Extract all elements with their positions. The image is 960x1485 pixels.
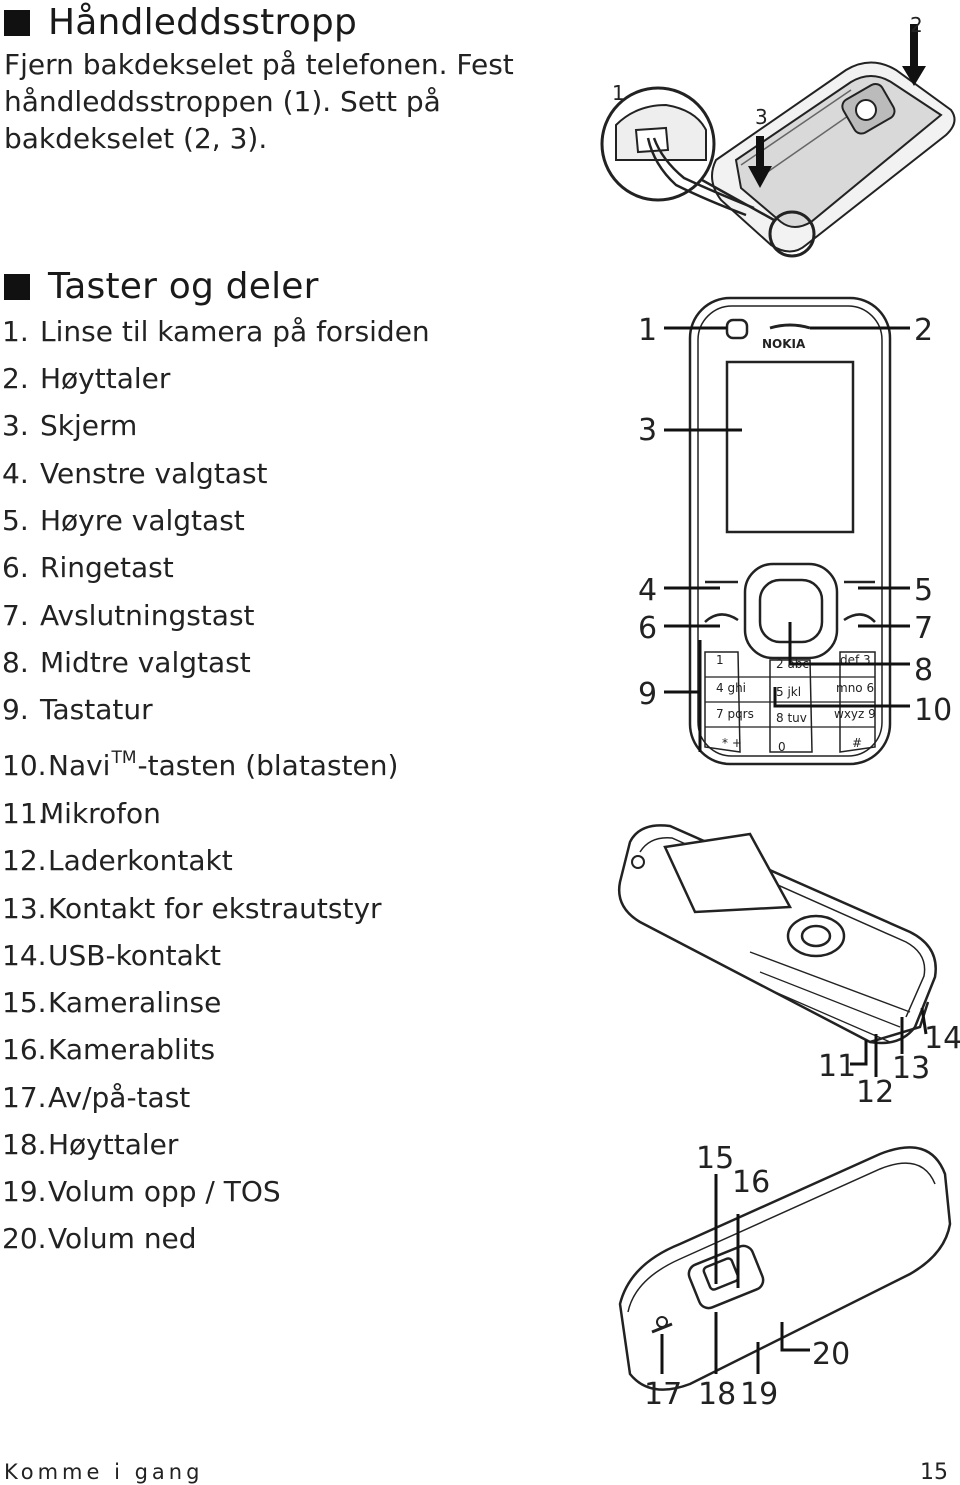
phone-side-figure: 11 12 13 14: [617, 824, 960, 1110]
callout-7: 7: [914, 611, 933, 646]
wrist-strap-figure: 1 2 3: [600, 13, 956, 258]
key-label: 7 pqrs: [716, 707, 754, 721]
section-title: Taster og deler: [48, 266, 319, 307]
key-label: 4 ghi: [716, 681, 746, 695]
callout-9: 9: [638, 677, 657, 712]
callout-19: 19: [740, 1377, 778, 1412]
list-item: 12.Laderkontakt: [2, 844, 233, 877]
list-item: 4.Venstre valgtast: [2, 457, 268, 490]
key-label: 0: [778, 740, 786, 754]
section-heading-wrist-strap: Håndleddsstropp: [4, 2, 357, 43]
list-item: 11.Mikrofon: [2, 797, 161, 830]
callout-16: 16: [732, 1165, 770, 1200]
callout-15: 15: [696, 1141, 734, 1176]
key-label: * +: [722, 736, 742, 750]
list-item: 15.Kameralinse: [2, 986, 222, 1019]
callout-6: 6: [638, 611, 657, 646]
figure-label-1: 1: [612, 81, 625, 105]
figure-label-3: 3: [755, 105, 768, 129]
callout-18: 18: [698, 1377, 736, 1412]
callout-11: 11: [818, 1049, 856, 1084]
callout-4: 4: [638, 573, 657, 608]
callout-12: 12: [856, 1075, 894, 1110]
phone-screen: [725, 360, 855, 534]
callout-1: 1: [638, 313, 657, 348]
key-label: 5 jkl: [776, 685, 801, 699]
section-heading-keys-and-parts: Taster og deler: [4, 266, 319, 307]
list-item: 5.Høyre valgtast: [2, 504, 245, 537]
footer-section-name: Komme i gang: [4, 1460, 204, 1484]
phone-front-figure: NOKIA 1 2 abc def 3 4 ghi 5 jkl mno 6 7 …: [638, 296, 952, 766]
key-label: mno 6: [836, 681, 874, 695]
list-item: 6.Ringetast: [2, 551, 174, 584]
list-item: 10.NaviTM-tasten (blatasten): [2, 748, 399, 782]
callout-3: 3: [638, 413, 657, 448]
callout-14: 14: [924, 1021, 960, 1056]
section-title: Håndleddsstropp: [48, 2, 358, 43]
key-label: #: [852, 736, 862, 750]
page-number: 15: [920, 1460, 948, 1485]
list-item: 20.Volum ned: [2, 1222, 197, 1255]
list-item: 1.Linse til kamera på forsiden: [2, 315, 430, 348]
callout-8: 8: [914, 653, 933, 688]
list-item: 14.USB-kontakt: [2, 939, 222, 972]
phone-back-figure: 15 16 17 18 19 20: [618, 1141, 952, 1412]
callout-10: 10: [914, 693, 952, 728]
figure-label-2: 2: [910, 13, 923, 37]
list-item: 8.Midtre valgtast: [2, 646, 251, 679]
list-item: 17.Av/på-tast: [2, 1081, 191, 1114]
key-label: 8 tuv: [776, 711, 807, 725]
brand-logo-text: NOKIA: [762, 337, 806, 351]
callout-13: 13: [892, 1051, 930, 1086]
list-item: 16.Kamerablits: [2, 1033, 216, 1066]
list-item: 19.Volum opp / TOS: [2, 1175, 281, 1208]
list-item: 13.Kontakt for ekstrautstyr: [2, 892, 382, 925]
list-item: 18.Høyttaler: [2, 1128, 179, 1161]
list-item: 3.Skjerm: [2, 409, 138, 442]
list-item: 7.Avslutningstast: [2, 599, 255, 632]
key-label: wxyz 9: [834, 707, 876, 721]
list-item: 2.Høyttaler: [2, 362, 171, 395]
wrist-strap-instructions: Fjern bakdekselet på telefonen. Fest hån…: [4, 48, 514, 155]
heading-bullet-icon: [4, 273, 30, 300]
callout-17: 17: [644, 1377, 682, 1412]
callout-20: 20: [812, 1337, 850, 1372]
callout-5: 5: [914, 573, 933, 608]
callout-2: 2: [914, 313, 933, 348]
heading-bullet-icon: [4, 9, 30, 36]
key-label: 1: [716, 653, 724, 667]
list-item: 9.Tastatur: [2, 693, 153, 726]
